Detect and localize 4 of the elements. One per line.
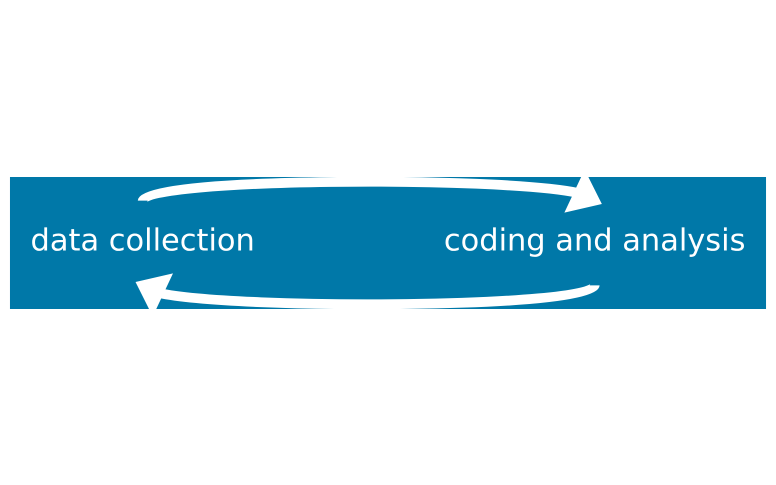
- node-text: data collection: [30, 223, 255, 258]
- node-text: coding and analysis: [444, 223, 746, 258]
- arrow: [136, 272, 598, 308]
- arrow: [140, 176, 602, 212]
